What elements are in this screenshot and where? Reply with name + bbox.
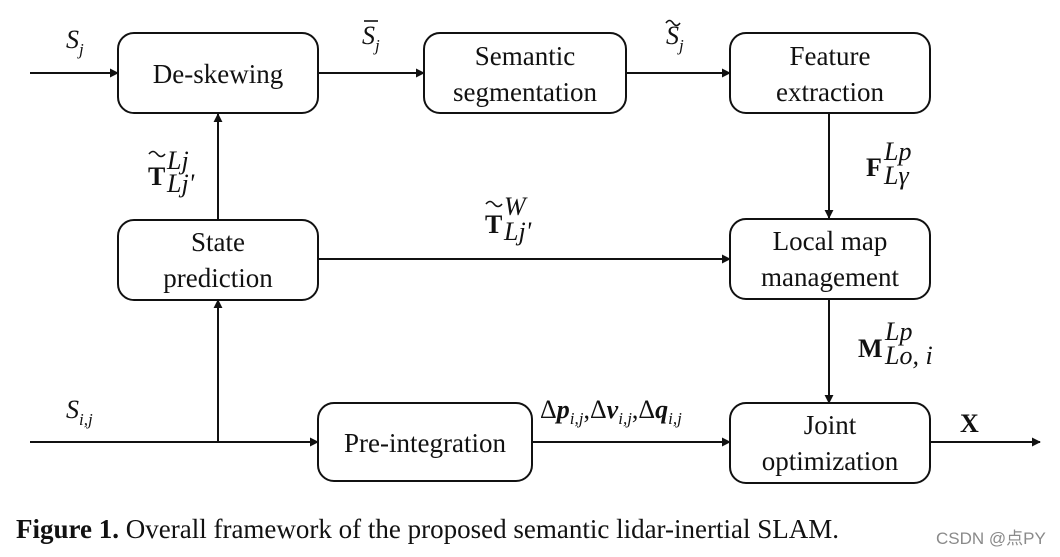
tilde-accent: [665, 19, 681, 27]
node-localmap-line1: Local map: [773, 226, 888, 256]
node-state-prediction: State prediction: [117, 219, 319, 301]
svg-text:Lγ: Lγ: [883, 161, 909, 190]
node-joint-line1: Joint: [804, 410, 857, 440]
svg-text:T: T: [148, 162, 165, 191]
label-pose-world: T W Lj': [485, 192, 532, 246]
svg-text:F: F: [866, 153, 882, 182]
svg-text:Lj': Lj': [166, 169, 195, 198]
svg-text:T: T: [485, 210, 502, 239]
node-feature-line1: Feature: [790, 41, 871, 71]
caption-text: Overall framework of the proposed semant…: [119, 514, 839, 544]
node-feature-line2: extraction: [776, 77, 884, 107]
label-input-imu: Si,j: [66, 395, 93, 429]
framework-diagram: De-skewing Semantic segmentation Feature…: [30, 19, 1041, 484]
label-features: F Lp Lγ: [866, 137, 911, 190]
node-localmap-line2: management: [761, 262, 899, 292]
label-input-lidar: Sj: [66, 25, 84, 59]
node-state-line1: State: [191, 227, 245, 257]
node-local-map-management: Local map management: [729, 218, 931, 300]
svg-text:Sj: Sj: [666, 21, 684, 55]
figure-caption: Figure 1. Overall framework of the propo…: [16, 514, 839, 545]
svg-text:Sj: Sj: [362, 21, 380, 55]
node-state-line2: prediction: [163, 263, 273, 293]
node-preint-label: Pre-integration: [344, 428, 506, 458]
node-semantic-segmentation: Semantic segmentation: [423, 32, 627, 114]
node-joint-line2: optimization: [762, 446, 899, 476]
node-feature-extraction: Feature extraction: [729, 32, 931, 114]
node-semantic-line2: segmentation: [453, 77, 597, 107]
watermark: CSDN @点PY: [936, 529, 1046, 548]
label-pose-lidar: T Lj Lj': [148, 146, 195, 198]
svg-text:Lj': Lj': [503, 217, 532, 246]
tilde-accent: [148, 150, 166, 158]
node-joint-optimization: Joint optimization: [729, 402, 931, 484]
node-semantic-line1: Semantic: [475, 41, 575, 71]
svg-text:Lo, i: Lo, i: [884, 341, 933, 370]
tilde-accent: [485, 200, 503, 208]
label-deskewed: Sj: [362, 20, 380, 55]
node-pre-integration: Pre-integration: [317, 402, 533, 482]
label-preint-terms: Δpi,j,Δvi,j,Δqi,j: [540, 395, 682, 428]
svg-text:W: W: [504, 192, 528, 221]
svg-text:Lp: Lp: [883, 137, 911, 166]
svg-text:Lp: Lp: [884, 317, 912, 346]
svg-text:Lj: Lj: [166, 146, 189, 175]
svg-text:M: M: [858, 334, 883, 363]
caption-label: Figure 1.: [16, 514, 119, 544]
label-output: X: [960, 409, 979, 438]
label-segmented: Sj: [665, 19, 684, 55]
label-local-map: M Lp Lo, i: [858, 317, 933, 370]
node-deskewing-label: De-skewing: [153, 59, 283, 89]
node-deskewing: De-skewing: [117, 32, 319, 114]
